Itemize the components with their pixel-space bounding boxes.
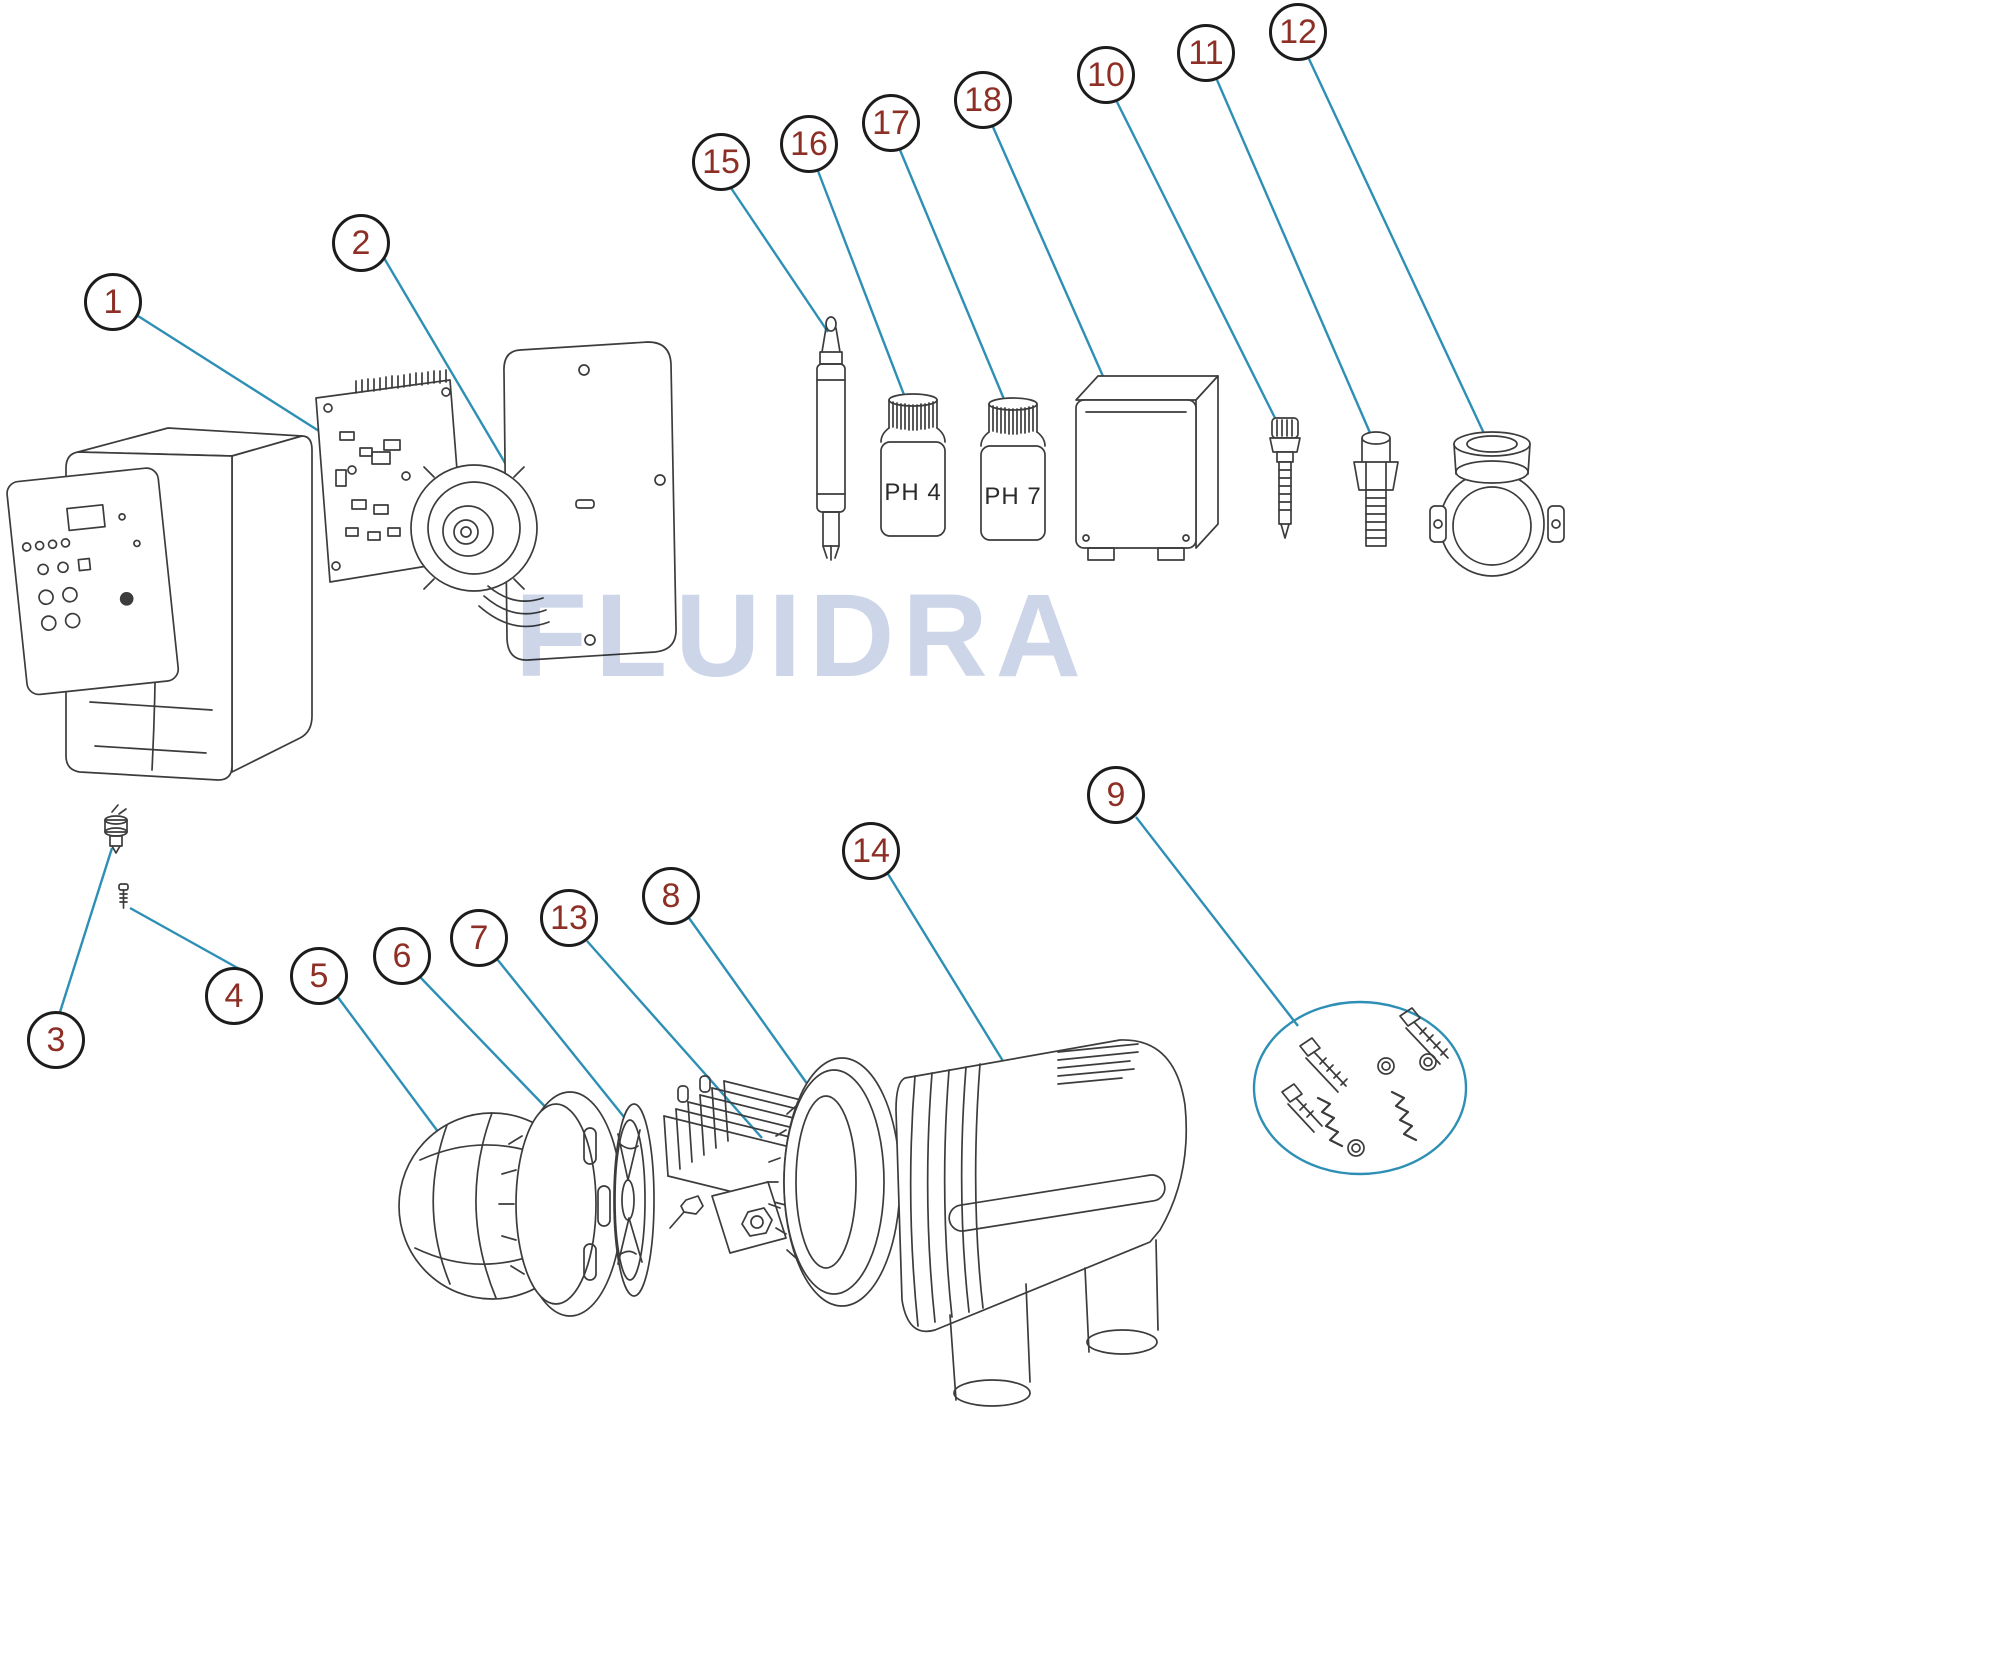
callout-4: 4 (205, 967, 263, 1025)
hardware-kit-ellipse (1252, 1000, 1468, 1176)
ph4-bottle-label: PH 4 (884, 479, 941, 506)
callout-5-number: 5 (309, 957, 329, 995)
leader-line-1 (137, 314, 331, 440)
leader-line-15 (730, 187, 829, 333)
callout-17-number: 17 (872, 104, 910, 142)
callout-3-number: 3 (46, 1021, 66, 1059)
callout-17: 17 (862, 94, 920, 152)
callout-15-number: 15 (702, 143, 740, 181)
callout-9: 9 (1087, 766, 1145, 824)
ph-probe-drawing (816, 316, 846, 561)
callout-4-number: 4 (224, 977, 244, 1015)
callout-14: 14 (842, 822, 900, 880)
callout-14-number: 14 (852, 832, 890, 870)
leader-line-16 (816, 170, 908, 401)
callout-8: 8 (642, 867, 700, 925)
callout-8-number: 8 (661, 877, 681, 915)
callout-11-number: 11 (1188, 34, 1224, 72)
electrode-holder-drawing (1353, 431, 1399, 547)
lock-ring-drawing (498, 1091, 623, 1317)
callout-16: 16 (780, 115, 838, 173)
impeller-disc-drawing (613, 1103, 655, 1297)
callout-16-number: 16 (790, 125, 828, 163)
cell-housing-drawing (895, 1039, 1188, 1407)
leader-line-17 (898, 149, 1008, 405)
ph7-bottle-drawing: PH 7 (980, 397, 1046, 541)
leader-line-10 (1115, 101, 1282, 429)
callout-15: 15 (692, 133, 750, 191)
callout-13-number: 13 (550, 899, 588, 937)
callout-9-number: 9 (1106, 776, 1126, 814)
callout-12: 12 (1269, 3, 1327, 61)
callout-11: 11 (1177, 24, 1235, 82)
callout-18-number: 18 (964, 81, 1002, 119)
callout-13: 13 (540, 889, 598, 947)
callout-1: 1 (84, 273, 142, 331)
injection-valve-drawing (1269, 417, 1301, 539)
cell-flange-drawing (766, 1057, 901, 1307)
leader-line-7 (496, 958, 629, 1123)
callout-3: 3 (27, 1011, 85, 1069)
callout-2-number: 2 (351, 224, 371, 262)
leader-line-4 (129, 906, 244, 973)
ph7-bottle-label: PH 7 (984, 483, 1041, 510)
callout-10-number: 10 (1087, 56, 1125, 94)
leader-line-6 (419, 976, 557, 1119)
control-unit-drawing (6, 427, 313, 781)
callout-10: 10 (1077, 46, 1135, 104)
callout-5: 5 (290, 947, 348, 1005)
leader-line-14 (886, 873, 1024, 1093)
callout-2: 2 (332, 214, 390, 272)
hardware-kit-drawing (1281, 1007, 1449, 1157)
leader-lines (58, 58, 1490, 1176)
clamp-saddle-drawing (1429, 431, 1565, 577)
callout-18: 18 (954, 71, 1012, 129)
leader-line-8 (688, 917, 809, 1086)
callout-7-number: 7 (469, 919, 489, 957)
callout-1-number: 1 (103, 283, 123, 321)
screw-drawing (118, 883, 129, 909)
pcb-pump-assembly-drawing (315, 341, 677, 661)
callout-7: 7 (450, 909, 508, 967)
callout-6-number: 6 (392, 937, 412, 975)
leader-line-2 (382, 257, 510, 469)
flow-sensor-drawing (104, 804, 128, 854)
leader-line-12 (1307, 58, 1490, 443)
ph4-bottle-drawing: PH 4 (880, 393, 946, 537)
leader-line-3 (58, 847, 114, 1013)
leader-line-13 (586, 940, 763, 1139)
power-supply-box-drawing (1075, 375, 1219, 561)
leader-line-11 (1215, 79, 1376, 443)
leader-line-9 (1135, 816, 1299, 1027)
callout-12-number: 12 (1279, 13, 1317, 51)
callout-6: 6 (373, 927, 431, 985)
